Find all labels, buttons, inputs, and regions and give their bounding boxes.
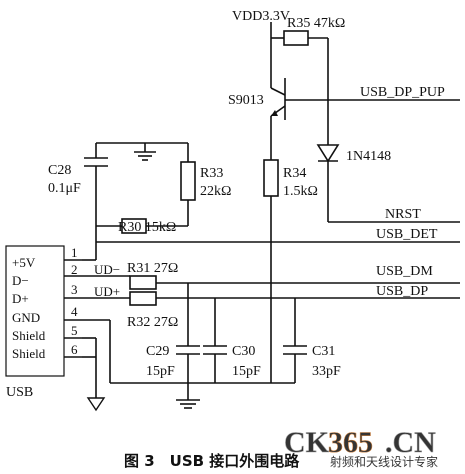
r33-name: R33 (200, 166, 223, 181)
usb-dp-label: USB_DP (376, 284, 428, 299)
usb-connector-box (5, 245, 65, 377)
connector-pins (64, 259, 188, 412)
diode-label: 1N4148 (346, 149, 391, 164)
pin-4-name: GND (12, 310, 40, 325)
pin-6-name: Shield (12, 346, 46, 361)
pin-5-num: 5 (71, 323, 78, 338)
s9013-transistor (270, 78, 328, 160)
r31-resistor (129, 275, 157, 290)
r32-resistor (129, 291, 157, 306)
r31-label: R31 27Ω (127, 261, 178, 276)
pin-4-num: 4 (71, 304, 78, 319)
c31-value: 33pF (312, 364, 341, 379)
vdd-rail (270, 22, 329, 100)
usb-connector-label: USB (6, 385, 33, 400)
svg-text:射频和天线设计专家: 射频和天线设计专家 (330, 454, 438, 469)
pin-1-num: 1 (71, 245, 78, 260)
c28-name: C28 (48, 163, 71, 178)
pin-5-name: Shield (12, 328, 46, 343)
vdd-label: VDD3.3V (232, 9, 290, 24)
r33-value: 22kΩ (200, 184, 231, 199)
c28-r33-network (84, 142, 189, 260)
pin-6-num: 6 (71, 342, 78, 357)
ud-plus-label: UD+ (94, 284, 120, 299)
figure-caption: 图 3 USB 接口外围电路 (124, 452, 300, 470)
r35-resistor (283, 30, 309, 46)
c30-value: 15pF (232, 364, 261, 379)
r35-label: R35 47kΩ (287, 16, 345, 31)
svg-text:365: 365 (328, 426, 373, 459)
pin-3-name: D+ (12, 291, 29, 306)
pin-3-num: 3 (71, 282, 78, 297)
watermark-logo: CK 365 .CN 射频和天线设计专家 (284, 426, 438, 469)
c31-name: C31 (312, 344, 335, 359)
r30-resistor (121, 218, 147, 234)
pin-2-num: 2 (71, 262, 78, 277)
usb-det-label: USB_DET (376, 227, 438, 242)
r34-resistor (263, 159, 279, 197)
c28-value: 0.1μF (48, 181, 81, 196)
r30-label: R30 15kΩ (118, 220, 176, 235)
usb-dp-pup-label: USB_DP_PUP (360, 85, 445, 100)
r34-name: R34 (283, 166, 306, 181)
c30-name: C30 (232, 344, 255, 359)
pin-2-name: D− (12, 273, 29, 288)
nrst-label: NRST (385, 207, 421, 222)
diode-1n4148 (316, 100, 460, 223)
r33-resistor (180, 161, 196, 201)
c29-value: 15pF (146, 364, 175, 379)
svg-text:CK: CK (284, 426, 330, 459)
transistor-label: S9013 (228, 93, 264, 108)
c29-name: C29 (146, 344, 169, 359)
c29-c30-network (176, 283, 227, 409)
signal-nets (82, 241, 460, 299)
r32-label: R32 27Ω (127, 315, 178, 330)
ud-minus-label: UD− (94, 262, 120, 277)
r34-value: 1.5kΩ (283, 184, 318, 199)
pin-1-name: +5V (12, 255, 36, 270)
usb-dm-label: USB_DM (376, 264, 433, 279)
c31-network (215, 298, 307, 384)
svg-text:.CN: .CN (385, 426, 436, 459)
